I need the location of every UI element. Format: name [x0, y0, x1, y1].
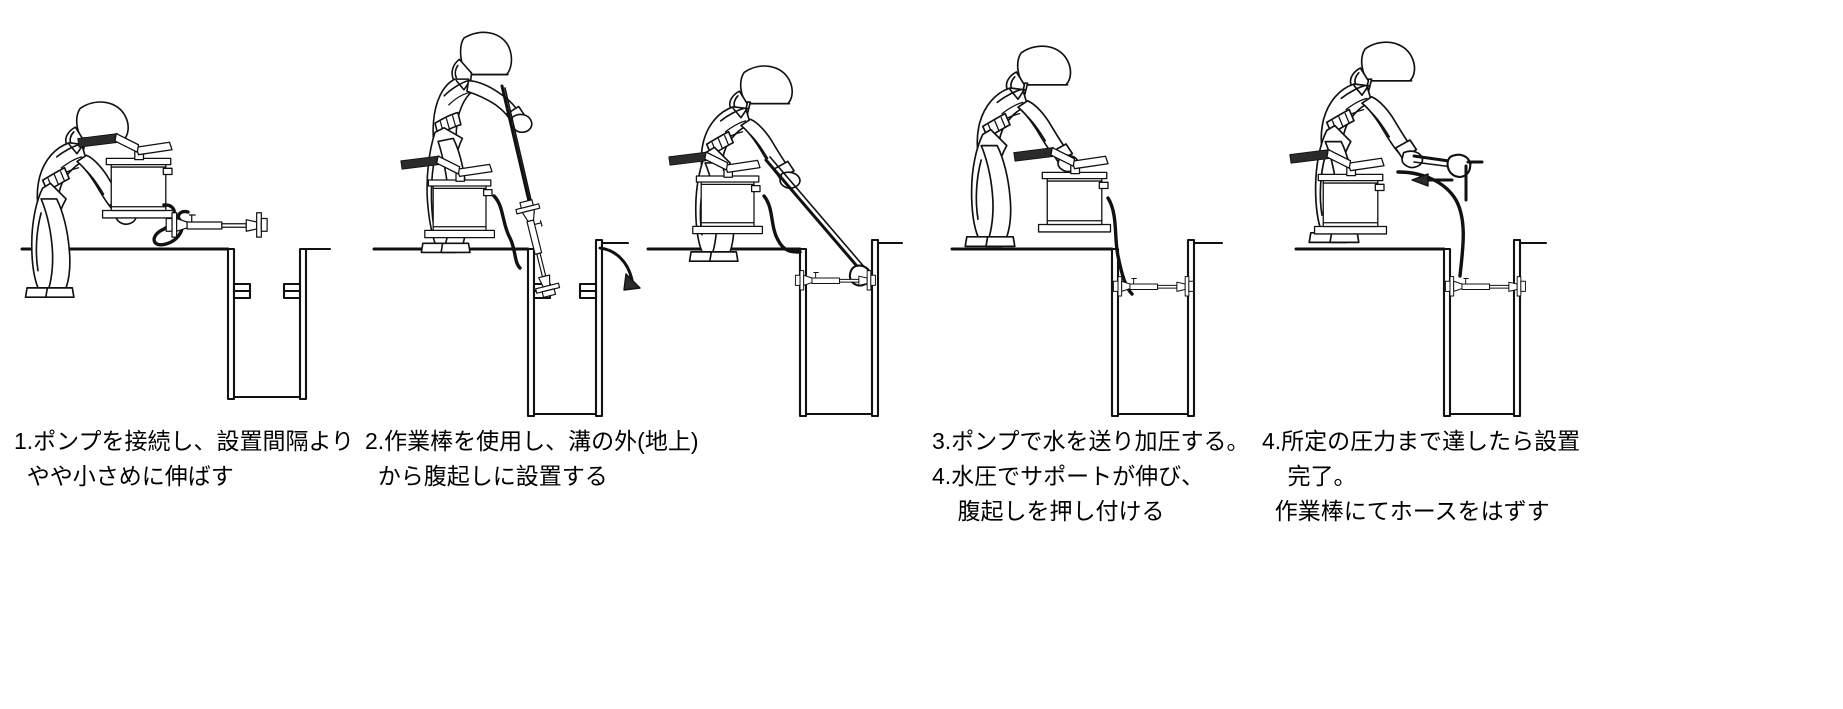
hose-removal-arrow	[1411, 173, 1454, 187]
hose	[762, 194, 802, 254]
caption-step-3-line-3: 腹起しを押し付ける	[932, 498, 1165, 524]
work-rod	[764, 158, 864, 274]
caption-step-2: 2.作業棒を使用し、溝の外(地上) から腹起しに設置する	[365, 424, 699, 494]
caption-step-4-line-1: 4.所定の圧力まで達したら設置	[1262, 428, 1581, 454]
caption-step-1-line-1: 1.ポンプを接続し、設置間隔より	[14, 428, 355, 454]
hand-pump	[400, 155, 496, 239]
panel-1	[20, 101, 332, 401]
hand-pump	[1013, 146, 1112, 233]
caption-step-4-line-2: 完了。	[1262, 463, 1357, 489]
work-rod	[500, 84, 534, 216]
caption-step-3: 3.ポンプで水を送り加圧する。 4.水圧でサポートが伸び、 腹起しを押し付ける	[932, 424, 1250, 529]
caption-step-1: 1.ポンプを接続し、設置間隔より やや小さめに伸ばす	[14, 424, 354, 494]
panel-3	[646, 65, 904, 418]
hand-pump	[1289, 148, 1388, 235]
caption-step-4-line-3: 作業棒にてホースをはずす	[1262, 498, 1550, 524]
trench-walls	[1110, 238, 1224, 418]
panel-5	[1289, 41, 1548, 418]
hose-detaching	[1396, 170, 1465, 278]
caption-step-2-line-2: から腹起しに設置する	[365, 463, 608, 489]
caption-step-1-line-2: やや小さめに伸ばす	[14, 463, 234, 489]
caption-step-3-line-2: 4.水圧でサポートが伸び、	[932, 463, 1205, 489]
hose	[492, 194, 522, 270]
curved-down-arrow	[598, 246, 641, 291]
caption-step-4: 4.所定の圧力まで達したら設置 完了。 作業棒にてホースをはずす	[1262, 424, 1580, 529]
caption-step-2-line-1: 2.作業棒を使用し、溝の外(地上)	[365, 428, 699, 454]
caption-step-3-line-1: 3.ポンプで水を送り加圧する。	[932, 428, 1250, 454]
hand-pump	[668, 151, 764, 235]
trench-walls	[226, 247, 332, 401]
trench-walls	[798, 238, 904, 418]
panel-2	[372, 31, 641, 418]
panel-4	[950, 45, 1224, 418]
